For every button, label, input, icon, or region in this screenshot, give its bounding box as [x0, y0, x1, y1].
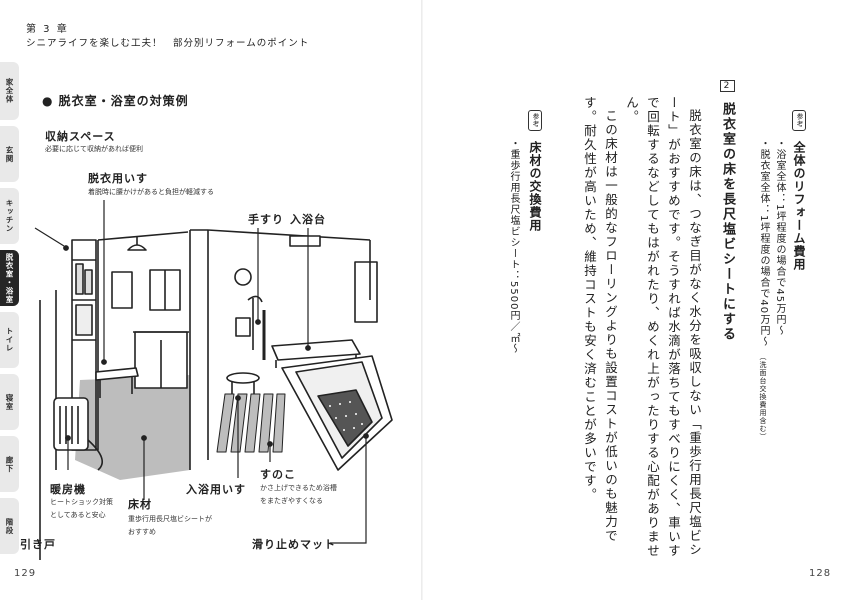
label-sliding-door: 引き戸 [20, 538, 56, 551]
note-heater-2: としてあると安心 [50, 511, 106, 519]
reference-dressing-cost: ・脱衣室全体：1坪程度の場合で40万円〜 （洗面台交換費用含む） [756, 138, 771, 441]
note-floor-1: 重歩行用長尺塩ビシートが [128, 515, 212, 523]
note-floor-2: おすすめ [128, 528, 156, 536]
note-sunoko-1: かさ上げできるため浴槽 [260, 484, 337, 492]
paragraph-1: 脱衣室の床は、つなぎ目がなく水分を吸収しない「重歩行用長尺塩ビシート」がおすすめ… [624, 96, 702, 558]
tab-entrance[interactable]: 玄関 [0, 126, 19, 182]
label-handrail: 手すり [248, 213, 284, 226]
note-dressing-chair: 着脱時に腰かけがあると負担が軽減する [88, 188, 214, 196]
label-dressing-chair: 脱衣用いす [88, 172, 148, 185]
reference-floor-item: ・重歩行用長尺塩ビシート：5500円／㎡〜 [508, 138, 519, 355]
reference-bath-cost: ・浴室全体：1坪程度の場合で45万円〜 [774, 138, 785, 337]
reference-total-title: 全体のリフォーム費用 [792, 141, 806, 272]
label-heater: 暖房機 [50, 483, 86, 496]
page-number-left: 129 [14, 568, 37, 579]
note-storage: 必要に応じて収納があれば便利 [45, 145, 143, 153]
page-number-right: 128 [809, 568, 832, 579]
reference-dressing-cost-text: ・脱衣室全体：1坪程度の場合で40万円〜 [758, 138, 769, 348]
bathroom-illustration [34, 200, 393, 560]
page-gutter [421, 0, 424, 600]
label-bath-board: 入浴台 [290, 213, 326, 226]
reference-floor-cost: 参考 床材の交換費用 [526, 110, 545, 232]
chapter-subtitle: シニアライフを楽しむ工夫！ 部分別リフォームのポイント [26, 38, 310, 49]
tab-bedroom[interactable]: 寝室 [0, 374, 19, 430]
label-floor: 床材 [128, 498, 152, 511]
left-page: 第 3 章 シニアライフを楽しむ工夫！ 部分別リフォームのポイント 家全体 玄関… [0, 0, 422, 600]
paragraph-2: この床材は一般的なフローリングよりも設置コストが低いのも魅力です。耐久性が高いた… [582, 96, 618, 543]
reference-badge-2: 参考 [528, 110, 542, 131]
section-number-badge: 2 [719, 80, 735, 92]
reference-badge: 参考 [792, 110, 806, 131]
tab-hallway[interactable]: 廊下 [0, 436, 19, 492]
section-2-heading: 2 脱衣室の床を長尺塩ビシートにする [718, 80, 737, 342]
right-page: 参考 全体のリフォーム費用 ・浴室全体：1坪程度の場合で45万円〜 ・脱衣室全体… [423, 0, 845, 600]
tab-toilet[interactable]: トイレ [0, 312, 19, 368]
tab-kitchen[interactable]: キッチン [0, 188, 19, 244]
section-2-title: 脱衣室の床を長尺塩ビシートにする [720, 102, 735, 343]
note-heater-1: ヒートショック対策 [50, 498, 113, 506]
reference-dressing-cost-note: （洗面台交換費用含む） [759, 353, 767, 442]
tab-whole-house[interactable]: 家全体 [0, 62, 19, 120]
label-bath-chair: 入浴用いす [186, 483, 246, 496]
label-sunoko: すのこ [260, 468, 296, 481]
reference-total-cost: 参考 全体のリフォーム費用 [790, 110, 809, 271]
label-storage: 収納スペース [45, 130, 116, 143]
section-2-body: 脱衣室の床は、つなぎ目がなく水分を吸収しない「重歩行用長尺塩ビシート」がおすすめ… [579, 96, 705, 566]
tab-bath[interactable]: 脱衣室・浴室 [0, 250, 19, 306]
label-anti-slip-mat: 滑り止めマット [252, 538, 336, 551]
chapter-number: 第 3 章 [26, 24, 69, 35]
tab-stairs[interactable]: 階段 [0, 498, 19, 554]
section-title: ● 脱衣室・浴室の対策例 [42, 94, 189, 108]
reference-floor-title: 床材の交換費用 [528, 141, 542, 233]
note-sunoko-2: をまたぎやすくなる [260, 497, 323, 505]
